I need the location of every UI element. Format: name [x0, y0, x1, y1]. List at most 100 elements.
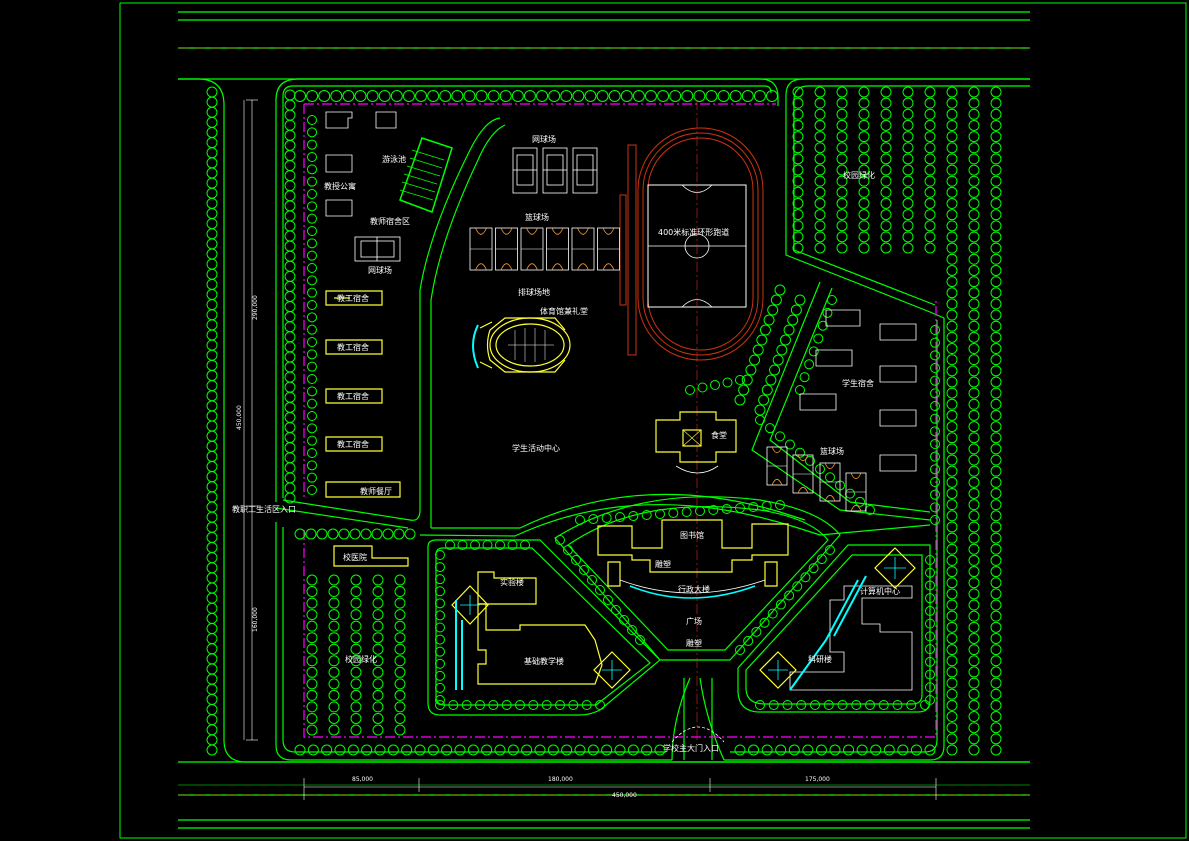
- tree: [990, 320, 1002, 332]
- tree: [906, 700, 917, 710]
- tree: [603, 595, 613, 605]
- tree: [946, 276, 958, 288]
- tree: [284, 129, 296, 141]
- tree: [759, 324, 771, 336]
- tree: [206, 521, 218, 533]
- tree: [794, 294, 806, 306]
- tree: [761, 501, 772, 511]
- research-buildings[interactable]: [789, 585, 913, 691]
- tree: [870, 744, 882, 756]
- tree: [924, 164, 936, 176]
- court-arc: [526, 227, 538, 235]
- tree: [206, 369, 218, 381]
- tree: [792, 175, 804, 187]
- tree: [880, 108, 892, 120]
- tree: [372, 724, 384, 736]
- canteen-building[interactable]: [655, 411, 737, 474]
- tree: [946, 632, 958, 644]
- tree: [581, 700, 592, 710]
- dim-bottom-1: 85,000: [352, 776, 373, 783]
- tree: [745, 364, 757, 376]
- staff-dorms[interactable]: [325, 290, 401, 498]
- tree: [435, 695, 445, 705]
- tree: [372, 701, 384, 713]
- tree: [827, 295, 837, 305]
- tree: [284, 89, 296, 101]
- tree: [758, 394, 770, 406]
- tree: [968, 432, 980, 444]
- tree: [206, 218, 218, 230]
- tree: [372, 609, 384, 621]
- court-arc: [577, 227, 589, 235]
- tree: [858, 175, 870, 187]
- tree: [990, 510, 1002, 522]
- tree: [307, 176, 317, 187]
- tree: [990, 465, 1002, 477]
- tree: [611, 605, 621, 615]
- hospital-building[interactable]: [333, 545, 409, 567]
- tree: [946, 644, 958, 656]
- tree: [394, 701, 406, 713]
- label-teacher-apartment: 教授公寓: [324, 181, 356, 191]
- tree: [307, 127, 317, 138]
- tree: [206, 531, 218, 543]
- tree: [990, 554, 1002, 566]
- library-admin-complex[interactable]: [597, 519, 789, 599]
- tree: [946, 476, 958, 488]
- tree: [968, 131, 980, 143]
- tree: [206, 471, 218, 483]
- tree: [990, 175, 1002, 187]
- tree: [284, 452, 296, 464]
- tree: [307, 398, 317, 409]
- tree: [681, 507, 692, 517]
- tree: [776, 344, 788, 356]
- tree: [946, 465, 958, 477]
- tree: [563, 545, 573, 555]
- tree: [946, 376, 958, 388]
- tree: [206, 410, 218, 422]
- tree: [946, 699, 958, 711]
- tree: [946, 398, 958, 410]
- tree: [910, 744, 922, 756]
- tree: [284, 291, 296, 302]
- tree: [708, 505, 719, 515]
- tree: [925, 631, 935, 642]
- tree: [930, 451, 940, 462]
- tree: [495, 540, 505, 550]
- tree: [968, 409, 980, 421]
- tree: [328, 655, 340, 667]
- tree: [294, 90, 306, 102]
- tree: [350, 632, 362, 644]
- court-arc: [602, 263, 615, 271]
- tree: [461, 700, 472, 710]
- tree: [924, 209, 936, 221]
- tree: [990, 621, 1002, 633]
- tree: [328, 712, 340, 724]
- tree: [814, 108, 826, 120]
- tree: [946, 320, 958, 332]
- label-campus-green-bl: 校园绿化: [345, 654, 377, 664]
- tree: [705, 90, 718, 102]
- tree: [372, 586, 384, 598]
- tree: [823, 700, 834, 710]
- tree: [968, 599, 980, 611]
- student-dorms[interactable]: [799, 309, 917, 472]
- tree: [754, 404, 766, 416]
- tree: [836, 153, 848, 165]
- tree: [284, 260, 296, 272]
- tree: [284, 341, 296, 353]
- tree: [748, 744, 760, 756]
- labels: 网球场 游泳池 教授公寓 教师宿舍区 网球场 篮球场 排球场地 体育馆兼礼堂 4…: [232, 134, 900, 753]
- tree: [836, 175, 848, 187]
- label-main-gate: 学校主大门入口: [663, 743, 719, 753]
- tree: [681, 90, 694, 102]
- tree: [307, 152, 317, 162]
- tree: [372, 678, 384, 690]
- tree: [925, 656, 935, 667]
- tree: [792, 142, 804, 154]
- tree: [968, 287, 980, 299]
- tree: [206, 430, 218, 442]
- teaching-buildings[interactable]: [477, 571, 603, 685]
- tree: [902, 231, 914, 243]
- tree: [990, 487, 1002, 499]
